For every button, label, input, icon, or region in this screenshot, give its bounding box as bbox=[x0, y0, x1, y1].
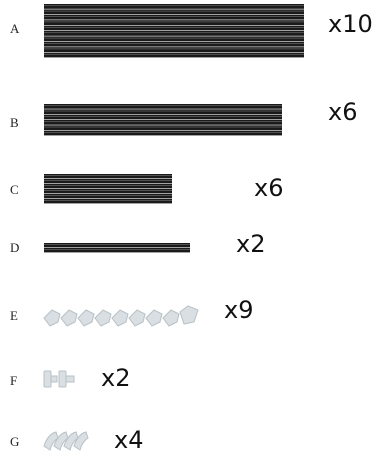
rod bbox=[44, 179, 172, 183]
elbow-connector-icon bbox=[42, 302, 200, 330]
rod-highlight bbox=[44, 105, 282, 106]
rod bbox=[44, 31, 304, 36]
rod-highlight bbox=[44, 190, 172, 191]
quantity-b: x6 bbox=[328, 100, 357, 124]
rod-highlight bbox=[44, 49, 304, 50]
rod-highlight bbox=[44, 132, 282, 133]
rod bbox=[44, 4, 304, 9]
part-letter-f: F bbox=[10, 373, 17, 389]
rod-highlight bbox=[44, 38, 304, 39]
rod bbox=[44, 174, 172, 178]
quantity-f: x2 bbox=[101, 366, 130, 390]
rod bbox=[44, 125, 282, 130]
rod-highlight bbox=[44, 54, 304, 55]
rod-highlight bbox=[44, 200, 172, 201]
rod-highlight bbox=[44, 43, 304, 44]
rod-highlight bbox=[44, 249, 190, 250]
rod-highlight bbox=[44, 180, 172, 181]
rod-highlight bbox=[44, 116, 282, 117]
rod-highlight bbox=[44, 244, 190, 245]
rod bbox=[44, 53, 304, 58]
quantity-d: x2 bbox=[236, 232, 265, 256]
rod bbox=[44, 9, 304, 14]
rod-highlight bbox=[44, 16, 304, 17]
rod-highlight bbox=[44, 11, 304, 12]
part-letter-e: E bbox=[10, 308, 18, 324]
rod-highlight bbox=[44, 195, 172, 196]
rod-highlight bbox=[44, 5, 304, 6]
curved-connector-icon bbox=[42, 428, 96, 454]
rod-bundle-a-icon bbox=[44, 4, 304, 58]
rod-bundle-d-icon bbox=[44, 243, 190, 253]
quantity-e: x9 bbox=[224, 298, 253, 322]
part-letter-a: A bbox=[10, 21, 19, 37]
rod-highlight bbox=[44, 111, 282, 112]
rod-highlight bbox=[44, 121, 282, 122]
rod-highlight bbox=[44, 22, 304, 23]
straight-connector-icon bbox=[42, 368, 76, 390]
quantity-c: x6 bbox=[254, 176, 283, 200]
rod bbox=[44, 42, 304, 47]
rod-bundle-b-icon bbox=[44, 104, 282, 136]
rod bbox=[44, 120, 282, 125]
rod bbox=[44, 109, 282, 114]
part-letter-g: G bbox=[10, 434, 19, 450]
rod bbox=[44, 189, 172, 193]
rod bbox=[44, 104, 282, 109]
rod bbox=[44, 194, 172, 198]
part-letter-c: C bbox=[10, 182, 19, 198]
rod bbox=[44, 26, 304, 31]
part-letter-d: D bbox=[10, 240, 19, 256]
rod-highlight bbox=[44, 27, 304, 28]
rod-bundle-c-icon bbox=[44, 174, 172, 204]
rod-highlight bbox=[44, 175, 172, 176]
rod bbox=[44, 184, 172, 188]
part-letter-b: B bbox=[10, 115, 19, 131]
rod bbox=[44, 15, 304, 20]
rod bbox=[44, 36, 304, 41]
rod-highlight bbox=[44, 127, 282, 128]
rod bbox=[44, 248, 190, 252]
rod bbox=[44, 243, 190, 247]
rod bbox=[44, 47, 304, 52]
rod-highlight bbox=[44, 185, 172, 186]
rod bbox=[44, 115, 282, 120]
quantity-g: x4 bbox=[114, 428, 143, 452]
rod bbox=[44, 199, 172, 203]
rod bbox=[44, 131, 282, 136]
rod bbox=[44, 20, 304, 25]
rod-highlight bbox=[44, 32, 304, 33]
quantity-a: x10 bbox=[328, 12, 373, 36]
